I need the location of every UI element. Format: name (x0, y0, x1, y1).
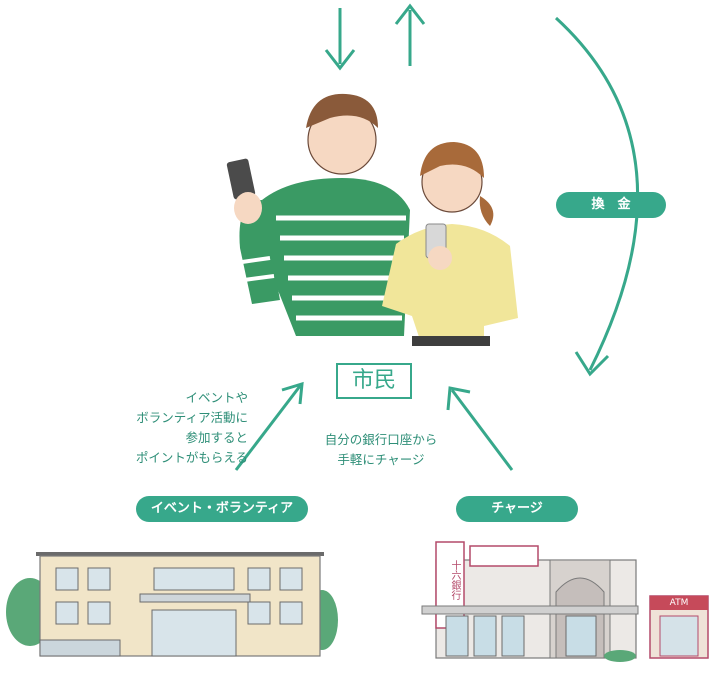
citizen-label: 市民 (336, 363, 412, 399)
arrow-curve-right (554, 16, 640, 377)
atm-sign: ATM (669, 598, 689, 608)
event-note-line: ボランティア活動に (136, 410, 248, 425)
bank-vertical-sign: 十六銀行 (449, 560, 460, 600)
citizens-illustration (226, 93, 518, 346)
charge-note-line: 自分の銀行口座から (324, 432, 438, 447)
arrow-left-diagonal (234, 381, 304, 471)
charge-note-line: 手軽にチャージ (337, 452, 425, 467)
event-note-line: 参加すると (185, 430, 248, 445)
event-volunteer-label: イベント・ボランティア (136, 496, 308, 522)
charge-note: 自分の銀行口座から 手軽にチャージ (306, 430, 456, 470)
bank-building-illustration (421, 541, 709, 662)
charge-label: チャージ (456, 496, 578, 522)
exchange-label: 換 金 (556, 192, 666, 218)
event-building-illustration (6, 552, 338, 657)
event-note: イベントや ボランティア活動に 参加すると ポイントがもらえる (98, 388, 248, 468)
arrow-down-top (324, 8, 356, 71)
arrow-right-diagonal (446, 386, 514, 471)
arrow-up-top (394, 3, 426, 66)
event-note-line: イベントや (185, 390, 248, 405)
event-note-line: ポイントがもらえる (135, 450, 248, 465)
